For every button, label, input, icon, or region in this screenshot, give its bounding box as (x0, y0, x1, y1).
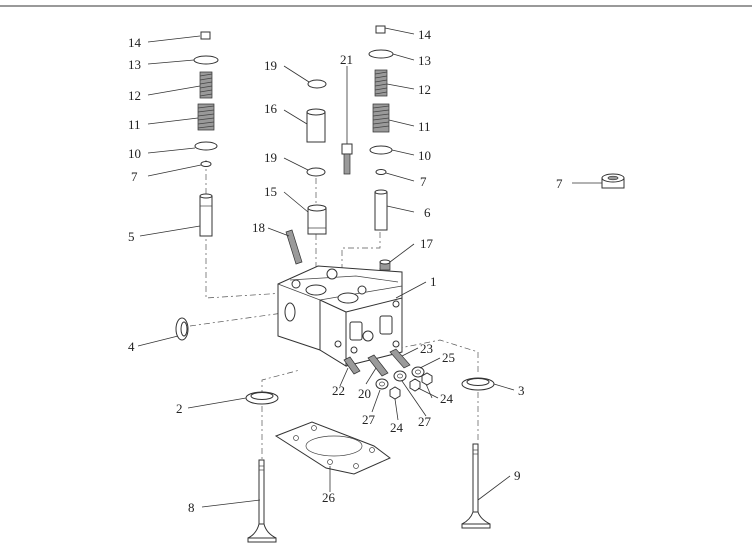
stud-18 (285, 229, 303, 265)
spring-retainer-left (193, 55, 219, 65)
label-22: 22 (332, 383, 345, 398)
label-24-bottom: 24 (390, 420, 404, 435)
washer-19-top (307, 79, 327, 89)
label-11-left: 11 (128, 117, 141, 132)
label-24-right: 24 (440, 391, 454, 406)
washer-27-left (375, 378, 389, 390)
seal-ring-4 (175, 317, 189, 341)
head-gasket-26 (274, 421, 391, 475)
spring-seat-left (194, 141, 218, 151)
label-2: 2 (176, 401, 183, 416)
inner-spring-right (372, 103, 390, 133)
plug-17 (379, 259, 391, 271)
label-7-standalone: 7 (556, 176, 563, 191)
valve-guide-right (374, 191, 388, 231)
label-12-left: 12 (128, 88, 141, 103)
label-3: 3 (518, 383, 525, 398)
label-18: 18 (252, 220, 265, 235)
label-7-left: 7 (131, 169, 138, 184)
label-21: 21 (340, 52, 353, 67)
label-17: 17 (420, 236, 434, 251)
sleeve-15 (307, 207, 327, 235)
label-7-right: 7 (420, 174, 427, 189)
label-1: 1 (430, 274, 437, 289)
stud-23 (389, 348, 411, 369)
valve-seat-3 (461, 377, 495, 391)
label-13-left: 13 (128, 57, 141, 72)
valve-seal-left (200, 161, 212, 167)
label-10-left: 10 (128, 146, 141, 161)
label-5: 5 (128, 229, 135, 244)
head-bolt-21 (341, 143, 353, 175)
valve-seal-right (375, 169, 387, 175)
label-27-right: 27 (418, 414, 432, 429)
spring-retainer-right (368, 49, 394, 59)
valve-seal-cap-7 (601, 173, 625, 189)
label-12-right: 12 (418, 82, 431, 97)
washer-25 (411, 366, 425, 378)
label-13-right: 13 (418, 53, 431, 68)
middle-column (306, 79, 327, 235)
valve-train-left (193, 31, 219, 237)
label-27-left: 27 (362, 412, 376, 427)
valve-guide-left (199, 195, 213, 237)
label-14-right: 14 (418, 27, 432, 42)
washer-19-bottom (306, 167, 326, 177)
label-19-bottom: 19 (264, 150, 277, 165)
stud-20 (367, 354, 389, 377)
valve-8 (247, 459, 277, 543)
cylinder-head (277, 265, 403, 367)
washer-27-right (393, 370, 407, 382)
label-9: 9 (514, 468, 521, 483)
label-14-left: 14 (128, 35, 142, 50)
label-11-right: 11 (418, 119, 431, 134)
nut-24-right (409, 378, 421, 392)
label-19-top: 19 (264, 58, 277, 73)
label-4: 4 (128, 339, 135, 354)
valve-cotter-left (200, 31, 211, 40)
sleeve-16 (306, 111, 326, 143)
label-26: 26 (322, 490, 336, 505)
label-10-right: 10 (418, 148, 431, 163)
valve-train-right (368, 25, 394, 231)
label-6: 6 (424, 205, 431, 220)
label-8: 8 (188, 500, 195, 515)
stud-22 (343, 356, 361, 375)
label-16: 16 (264, 101, 278, 116)
label-20: 20 (358, 386, 371, 401)
label-23: 23 (420, 341, 433, 356)
washers-and-nuts (375, 366, 433, 400)
valve-seat-2 (245, 391, 279, 405)
label-25: 25 (442, 350, 455, 365)
part-labels: 14 13 12 11 10 7 5 19 16 19 15 18 21 14 … (128, 27, 563, 515)
nut-24-left (389, 386, 401, 400)
leader-lines (137, 27, 602, 508)
label-15: 15 (264, 184, 277, 199)
spring-seat-right (369, 145, 393, 155)
valve-cotter-right (375, 25, 386, 34)
valve-9 (461, 443, 491, 529)
